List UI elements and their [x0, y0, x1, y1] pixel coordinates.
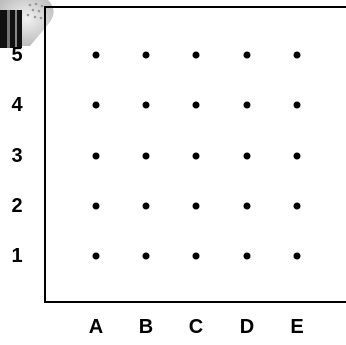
grid-dot-D3: [244, 153, 251, 160]
grid-dot-B1: [143, 253, 150, 260]
row-label-5: 5: [11, 45, 22, 65]
grid-dot-A2: [93, 203, 100, 210]
row-label-1: 1: [11, 246, 22, 266]
grid-dot-C1: [193, 253, 200, 260]
grid-dot-B5: [143, 52, 150, 59]
column-label-C: C: [189, 317, 203, 337]
grid-dot-A4: [93, 102, 100, 109]
column-label-A: A: [89, 317, 103, 337]
grid-dot-D1: [244, 253, 251, 260]
grid-dot-A3: [93, 153, 100, 160]
grid-dot-E3: [294, 153, 301, 160]
column-label-E: E: [290, 317, 303, 337]
row-label-3: 3: [11, 146, 22, 166]
grid-dot-C2: [193, 203, 200, 210]
row-label-4: 4: [11, 95, 22, 115]
column-label-D: D: [240, 317, 254, 337]
grid-dot-A5: [93, 52, 100, 59]
grid-dot-E1: [294, 253, 301, 260]
grid-dot-C4: [193, 102, 200, 109]
grid-dot-B3: [143, 153, 150, 160]
grid-dot-C5: [193, 52, 200, 59]
grid-dot-A1: [93, 253, 100, 260]
grid-dot-C3: [193, 153, 200, 160]
grid-dot-E5: [294, 52, 301, 59]
grid-dot-D5: [244, 52, 251, 59]
grid-dot-B4: [143, 102, 150, 109]
row-label-2: 2: [11, 196, 22, 216]
column-label-B: B: [139, 317, 153, 337]
grid-dot-B2: [143, 203, 150, 210]
grid-dot-D4: [244, 102, 251, 109]
grid-dot-E2: [294, 203, 301, 210]
grid-dot-E4: [294, 102, 301, 109]
grid-dot-D2: [244, 203, 251, 210]
